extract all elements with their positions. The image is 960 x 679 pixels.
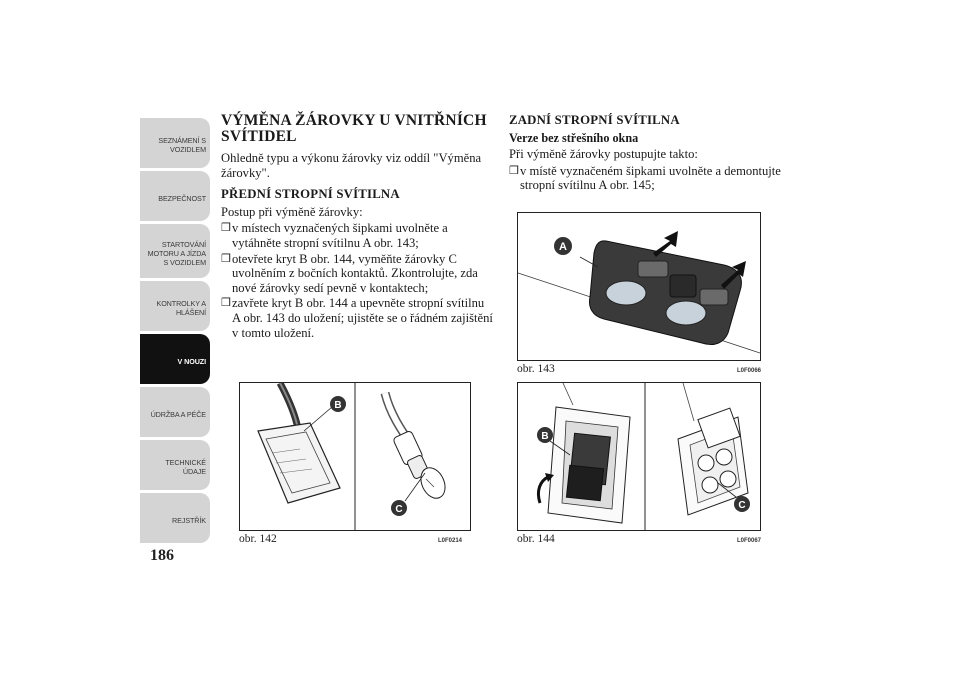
tab-label: V NOUZI: [177, 356, 207, 366]
list-item: ❒otevřete kryt B obr. 144, vyměňte žárov…: [221, 252, 493, 296]
figure-144: B C: [517, 382, 761, 531]
callout-c-label: C: [738, 500, 745, 511]
tab-label: ÚDRŽBA A PÉČE: [150, 409, 207, 419]
figure-143: A: [517, 212, 761, 361]
version-subheading: Verze bez střešního okna: [509, 130, 639, 145]
list-item: ❒v místě vyznačeném šipkami uvolněte a d…: [509, 164, 791, 193]
section-title: VÝMĚNA ŽÁROVKY U VNITŘNÍCH SVÍTIDEL: [221, 112, 487, 145]
figure-caption: obr. 142: [239, 533, 277, 545]
checkbox-bullet-icon: ❒: [221, 297, 231, 310]
tab-label: REJSTŘÍK: [172, 515, 206, 525]
lamp-cover-illustration: B C: [536, 383, 750, 530]
callout-a-marker: [554, 237, 572, 255]
callout-a-label: A: [559, 241, 567, 253]
arrow-icon: [545, 473, 554, 482]
checkbox-bullet-icon: ❒: [509, 164, 519, 177]
rear-light-heading: ZADNÍ STROPNÍ SVÍTILNA: [509, 113, 680, 127]
arrow-icon: [653, 231, 678, 257]
tab-label: TECHNICKÉ ÚDAJE: [165, 458, 206, 476]
front-lead-text: Postup při výměně žárovky:: [221, 204, 363, 219]
arrow-icon: [721, 261, 746, 289]
left-column: VÝMĚNA ŽÁROVKY U VNITŘNÍCH SVÍTIDEL Ohle…: [221, 113, 493, 341]
tab-kontrolky[interactable]: KONTROLKY A HLÁŠENÍ: [140, 281, 210, 331]
callout-c-marker: [734, 496, 750, 512]
roof-lamp-illustration: A: [518, 231, 760, 354]
callout-b-marker: [537, 427, 553, 443]
tab-label: STARTOVÁNÍ MOTORU A JÍZDA S VOZIDLEM: [147, 239, 206, 267]
step-text: zavřete kryt B obr. 144 a upevněte strop…: [232, 296, 493, 340]
tab-label: BEZPEČNOST: [158, 193, 206, 203]
page-number: 186: [150, 547, 174, 564]
callout-c-marker: [391, 500, 407, 516]
figure-code: L0F0214: [438, 538, 463, 544]
tab-technicke[interactable]: TECHNICKÉ ÚDAJE: [140, 440, 210, 490]
step-text: otevřete kryt B obr. 144, vyměňte žárovk…: [232, 251, 478, 295]
callout-b-label: B: [541, 431, 548, 442]
checkbox-bullet-icon: ❒: [221, 222, 231, 235]
checkbox-bullet-icon: ❒: [221, 252, 231, 265]
figure-code: L0F0067: [737, 538, 762, 544]
tab-startovani[interactable]: STARTOVÁNÍ MOTORU A JÍZDA S VOZIDLEM: [140, 224, 210, 278]
right-column: ZADNÍ STROPNÍ SVÍTILNA Verze bez střešní…: [509, 113, 791, 194]
figure-142: B C: [239, 382, 471, 531]
figure-caption: obr. 143: [517, 363, 555, 375]
front-light-heading: PŘEDNÍ STROPNÍ SVÍTILNA: [221, 187, 400, 202]
tab-v-nouzi[interactable]: V NOUZI: [140, 334, 210, 384]
callout-b-marker: [330, 396, 346, 412]
step-text: v místě vyznačeném šipkami uvolněte a de…: [520, 163, 781, 193]
step-text: v místech vyznačených šipkami uvolněte a…: [232, 221, 448, 250]
tab-label: SEZNÁMENÍ S VOZIDLEM: [158, 136, 206, 154]
list-item: ❒v místech vyznačených šipkami uvolněte …: [221, 221, 493, 250]
list-item: ❒zavřete kryt B obr. 144 a upevněte stro…: [221, 296, 493, 340]
figure-caption: obr. 144: [517, 533, 555, 545]
tab-bezpecnost[interactable]: BEZPEČNOST: [140, 171, 210, 221]
callout-b-label: B: [334, 400, 341, 411]
tab-rejstrik[interactable]: REJSTŘÍK: [140, 493, 210, 543]
tab-udrzba[interactable]: ÚDRŽBA A PÉČE: [140, 387, 210, 437]
intro-text: Ohledně typu a výkonu žárovky viz oddíl …: [221, 151, 482, 180]
callout-c-label: C: [395, 504, 402, 515]
tab-label: KONTROLKY A HLÁŠENÍ: [156, 299, 207, 317]
rear-lead-text: Při výměně žárovky postupujte takto:: [509, 147, 698, 162]
figure-code: L0F0066: [737, 368, 762, 374]
tab-seznameni[interactable]: SEZNÁMENÍ S VOZIDLEM: [140, 118, 210, 168]
bulb-holder-illustration: B C: [257, 383, 446, 530]
